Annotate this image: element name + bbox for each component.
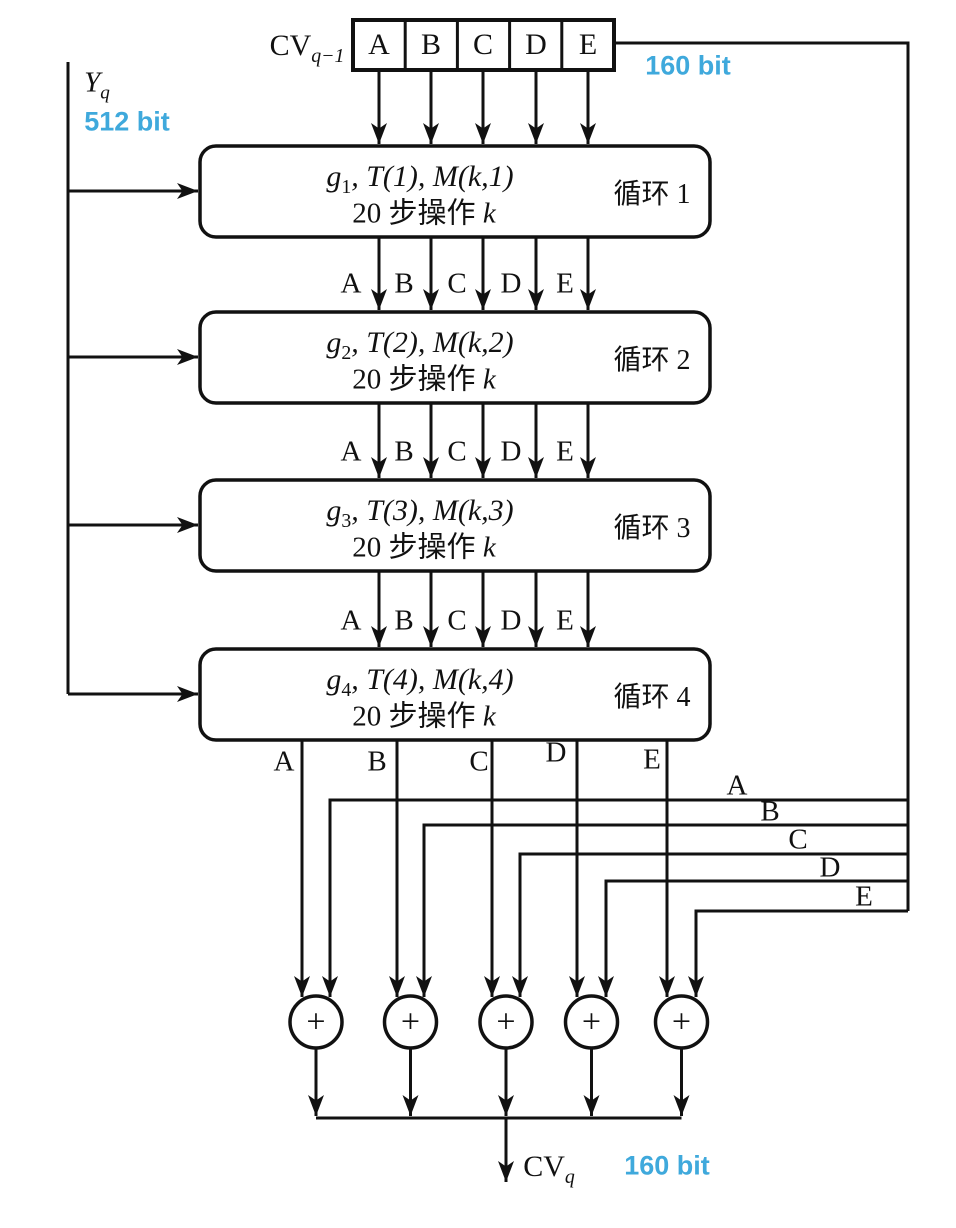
wire-ff-d: [598, 879, 908, 997]
cvq-label: CVq: [523, 1150, 575, 1188]
wire-cv-prev-bus: [614, 41, 910, 911]
round-3-steps: 20 步操作 k: [352, 531, 496, 564]
round-1-tag: 循环 1: [613, 179, 691, 210]
label-r1r2-c: C: [447, 267, 467, 300]
round-1-steps: 20 步操作 k: [352, 197, 496, 230]
label-r4out-b: B: [367, 745, 387, 778]
cvq-bus-width-label: 160 bit: [624, 1150, 710, 1181]
wire-ff-e: [688, 909, 908, 997]
label-ff-d: D: [819, 851, 841, 884]
plus-icon: +: [496, 1004, 515, 1041]
round-box-1: [198, 144, 712, 239]
round-box-3: [198, 478, 712, 573]
register-cell-d: D: [525, 28, 547, 61]
label-ff-e: E: [855, 880, 873, 913]
register-cell-a: A: [368, 28, 390, 61]
label-r3r4-c: C: [447, 604, 467, 637]
round-boxes: [198, 144, 712, 742]
adder-circle-5: [653, 994, 710, 1050]
label-r2r3-e: E: [556, 435, 574, 468]
label-r3r4-e: E: [556, 604, 574, 637]
yq-bus-width-label: 512 bit: [84, 106, 170, 137]
register-cell-e: E: [578, 28, 598, 61]
label-r2r3-c: C: [447, 435, 467, 468]
cv-prev-label: CVq−1: [269, 29, 345, 67]
label-ff-c: C: [788, 823, 808, 856]
round-1-formula: g1, T(1), M(k,1): [326, 160, 514, 198]
register-cell-c: C: [472, 28, 494, 61]
adder-circle-2: [382, 994, 439, 1050]
round-2-tag: 循环 2: [613, 345, 691, 376]
label-r3r4-a: A: [340, 604, 362, 637]
cv-prev-register: [351, 18, 616, 72]
label-ff-a: A: [726, 769, 748, 802]
round-4-steps: 20 步操作 k: [352, 700, 496, 733]
round-4-formula: g4, T(4), M(k,4): [326, 663, 514, 701]
plus-icon: +: [401, 1004, 420, 1041]
wire-group: [66, 41, 910, 1182]
round-2-formula: g2, T(2), M(k,2): [326, 326, 514, 364]
round-2-steps: 20 步操作 k: [352, 363, 496, 396]
label-r4out-e: E: [643, 743, 661, 776]
plus-icon: +: [582, 1004, 601, 1041]
label-r1r2-b: B: [394, 267, 414, 300]
label-r3r4-d: D: [500, 604, 522, 637]
label-ff-b: B: [760, 795, 780, 828]
wire-ff-a: [322, 798, 908, 997]
wire-ff-b: [416, 823, 908, 997]
plus-icon: +: [306, 1004, 325, 1041]
label-r3r4-b: B: [394, 604, 414, 637]
label-r2r3-d: D: [500, 435, 522, 468]
plus-icon: +: [672, 1004, 691, 1041]
round-3-tag: 循环 3: [613, 513, 691, 544]
label-r4out-c: C: [469, 745, 489, 778]
label-r1r2-d: D: [500, 267, 522, 300]
label-r2r3-b: B: [394, 435, 414, 468]
wire-ff-c: [512, 852, 908, 997]
label-r1r2-e: E: [556, 267, 574, 300]
register-cell-b: B: [420, 28, 442, 61]
adders: + + + + +: [288, 994, 710, 1050]
round-box-4: [198, 647, 712, 742]
cv-prev-bus-width-label: 160 bit: [645, 50, 731, 81]
yq-label: Yq: [84, 66, 110, 104]
label-r4out-a: A: [273, 745, 295, 778]
round-4-tag: 循环 4: [613, 682, 691, 713]
label-r1r2-a: A: [340, 267, 362, 300]
register-frame: [351, 18, 616, 72]
round-box-2: [198, 310, 712, 405]
adder-circle-3: [478, 994, 534, 1050]
label-r2r3-a: A: [340, 435, 362, 468]
adder-circle-4: [563, 994, 620, 1050]
round-3-formula: g3, T(3), M(k,3): [326, 494, 514, 532]
adder-circle-1: [288, 994, 344, 1050]
label-r4out-d: D: [545, 736, 567, 769]
